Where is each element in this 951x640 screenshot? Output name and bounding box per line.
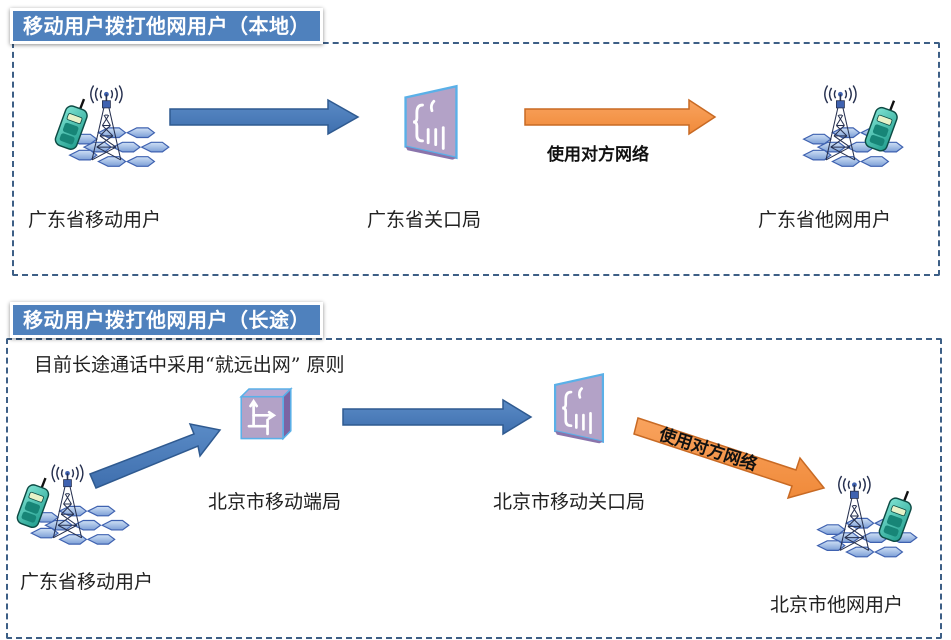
ld-orange-arrow (633, 417, 826, 500)
local-panel (12, 42, 940, 276)
local-origin-label: 广东省移动用户 (28, 209, 162, 231)
long-distance-panel (6, 338, 942, 639)
gateway-switch-icon (548, 370, 610, 446)
ld-blue-arrow-up (89, 422, 222, 489)
ld-gateway-label: 北京市移动关口局 (493, 491, 646, 513)
long-distance-note: 目前长途通话中采用“就远出网” 原则 (34, 354, 345, 376)
local-destination-node (786, 78, 906, 178)
ld-end-office-label: 北京市移动端局 (208, 491, 342, 513)
cell-tower-icon (52, 78, 172, 173)
long-distance-section-title: 移动用户拨打他网用户（长途） (10, 302, 323, 338)
local-origin-node (52, 78, 172, 178)
cell-tower-icon (786, 78, 906, 173)
local-blue-arrow (169, 98, 360, 136)
ld-origin-label: 广东省移动用户 (20, 571, 154, 593)
local-section-title: 移动用户拨打他网用户（本地） (10, 8, 323, 44)
local-destination-label: 广东省他网用户 (758, 209, 892, 231)
end-office-switch-icon (235, 385, 297, 441)
local-arrow-label: 使用对方网络 (547, 145, 649, 165)
local-gateway-label: 广东省关口局 (367, 209, 482, 231)
ld-destination-label: 北京市他网用户 (770, 594, 904, 616)
gateway-switch-icon (398, 82, 464, 162)
cell-tower-icon (800, 470, 920, 562)
ld-destination-node (800, 470, 920, 570)
local-orange-arrow (524, 98, 717, 136)
ld-blue-arrow (342, 398, 533, 436)
